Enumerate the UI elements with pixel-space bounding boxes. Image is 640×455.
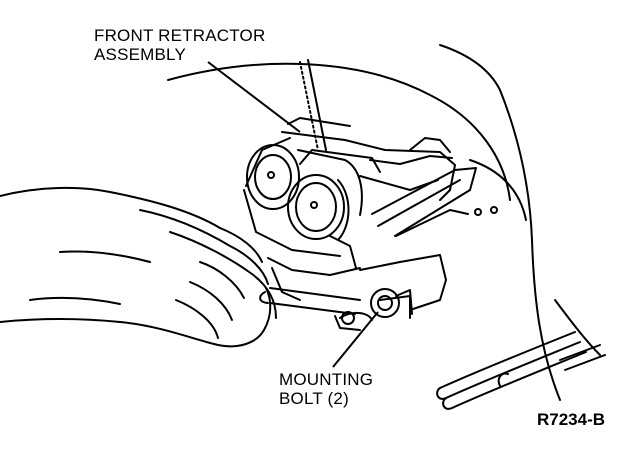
mounting-bolt	[334, 289, 413, 331]
leader-lines	[207, 61, 379, 368]
front-retractor-label-line1: FRONT RETRACTOR	[94, 26, 266, 45]
front-retractor-leader	[207, 61, 301, 133]
figure-id: R7234-B	[537, 410, 606, 429]
wrench	[259, 287, 400, 321]
seat-panel	[167, 44, 601, 401]
hand	[0, 186, 277, 348]
mounting-bolt-label-line1: MOUNTING	[279, 370, 374, 389]
retractor-spools	[246, 144, 363, 241]
belt-webbing	[371, 167, 477, 237]
front-retractor-label: FRONT RETRACTOR ASSEMBLY	[94, 26, 265, 64]
mounting-bolt-label: MOUNTING BOLT (2)	[279, 370, 373, 408]
front-retractor-label-line2: ASSEMBLY	[94, 45, 186, 64]
mounting-bolt-leader	[332, 311, 379, 368]
floor-rails	[436, 331, 606, 410]
mounting-bolt-label-line2: BOLT (2)	[279, 389, 349, 408]
